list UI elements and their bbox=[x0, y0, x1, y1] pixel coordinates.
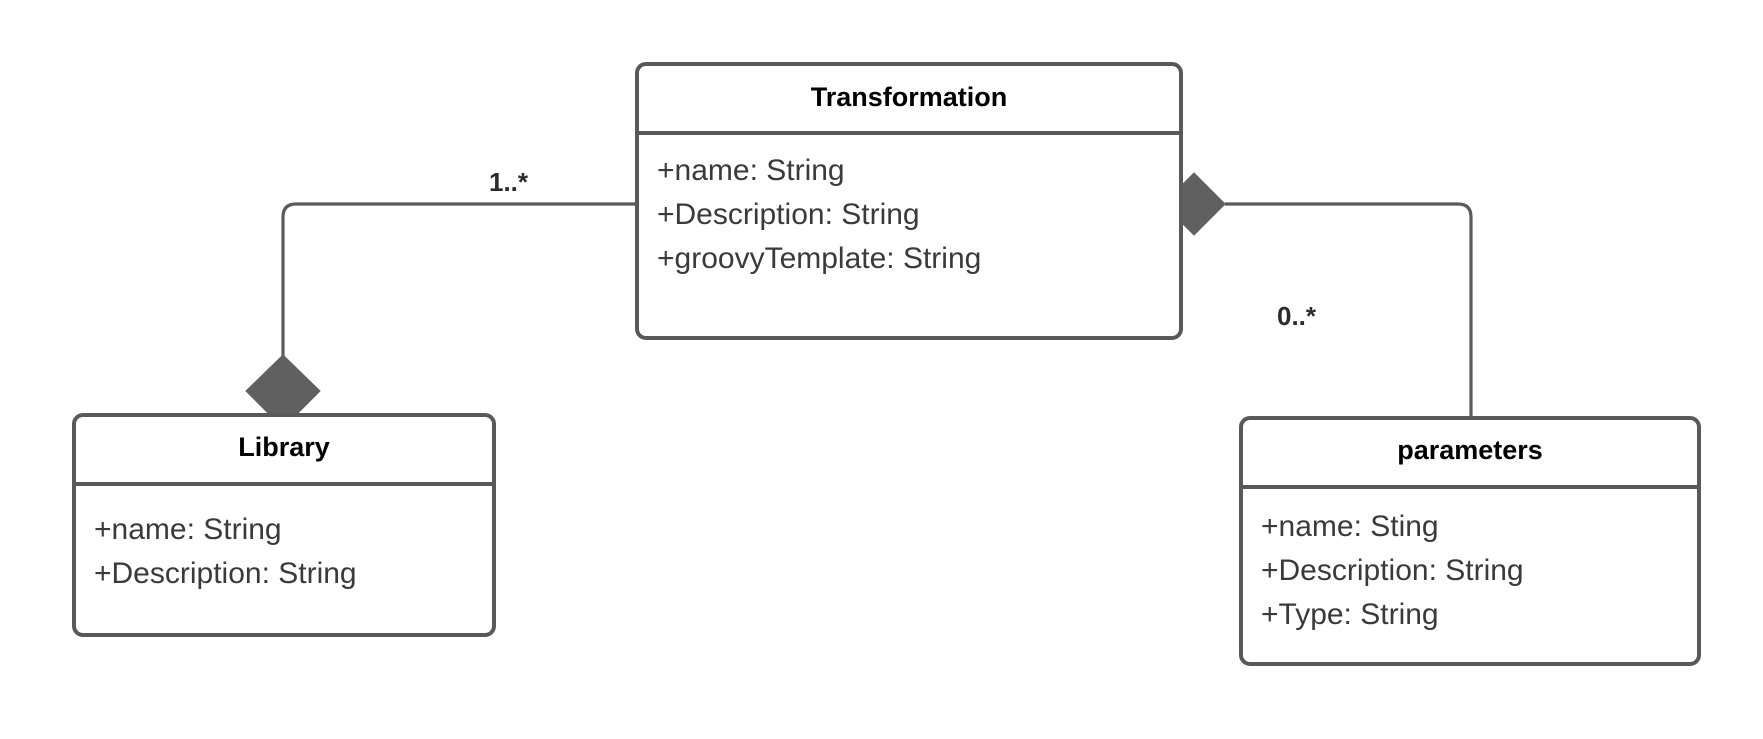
uml-class-transformation[interactable]: Transformation +name: String +Descriptio… bbox=[635, 62, 1183, 340]
uml-class-library[interactable]: Library +name: String +Description: Stri… bbox=[72, 413, 496, 637]
class-title-library: Library bbox=[76, 417, 492, 486]
attribute-row: +Description: String bbox=[1261, 553, 1524, 587]
class-attributes-library: +name: String +Description: String bbox=[76, 486, 492, 633]
uml-class-parameters[interactable]: parameters +name: Sting +Description: St… bbox=[1239, 416, 1701, 666]
edge-transformation-parameters bbox=[1225, 202, 1473, 416]
class-attributes-transformation: +name: String +Description: String +groo… bbox=[639, 135, 1179, 336]
class-attributes-parameters: +name: Sting +Description: String +Type:… bbox=[1243, 489, 1697, 662]
attribute-row: +Description: String bbox=[94, 556, 357, 590]
attribute-row: +name: Sting bbox=[1261, 510, 1439, 543]
attribute-row: +name: String bbox=[94, 513, 282, 546]
edge-library-transformation bbox=[281, 202, 635, 356]
class-title-transformation: Transformation bbox=[639, 66, 1179, 135]
attribute-row: +Description: String bbox=[657, 197, 920, 231]
attribute-row: +name: String bbox=[657, 154, 845, 187]
class-title-parameters: parameters bbox=[1243, 420, 1697, 489]
multiplicity-label-library-transformation: 1..* bbox=[483, 166, 535, 198]
attribute-row: +groovyTemplate: String bbox=[657, 241, 982, 275]
attribute-row: +Type: String bbox=[1261, 597, 1439, 631]
multiplicity-label-transformation-parameters: 0..* bbox=[1271, 300, 1323, 332]
